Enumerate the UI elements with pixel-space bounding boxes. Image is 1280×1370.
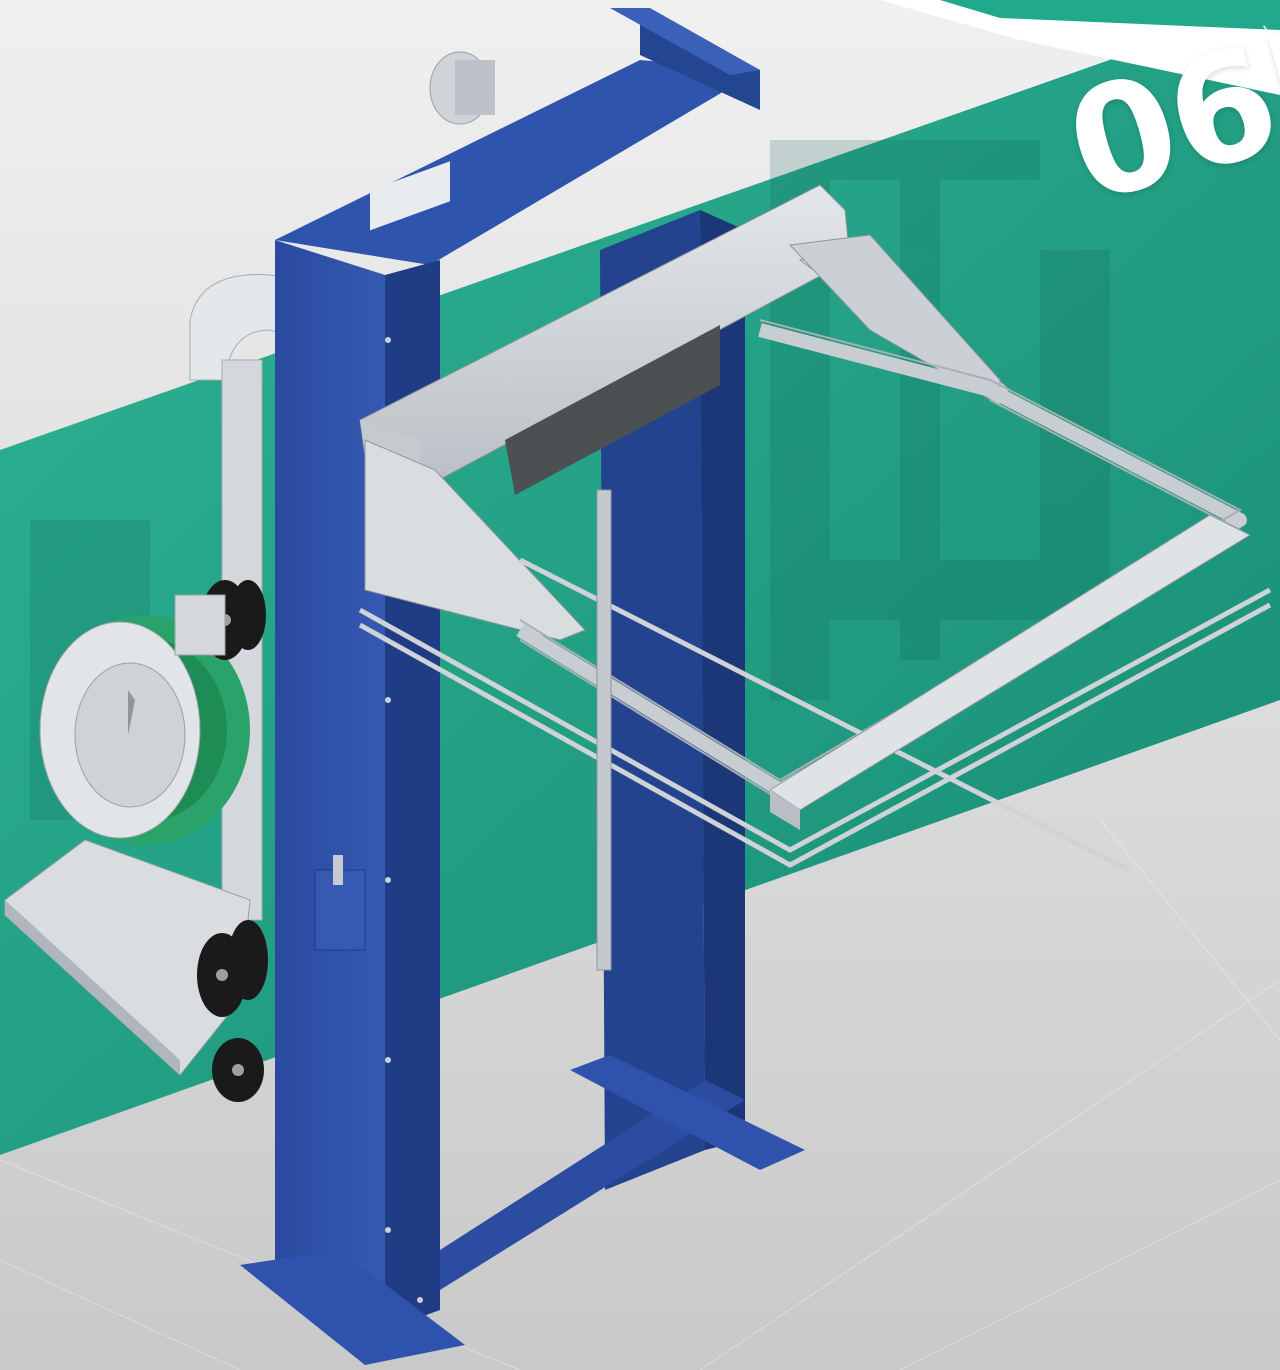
- base-plate-left: [240, 1250, 465, 1365]
- teal-corner-strip: [940, 0, 1280, 30]
- strapping-arch-frame: [516, 323, 1247, 797]
- rear-column: [600, 210, 705, 1190]
- side-bracket-left: [364, 439, 586, 641]
- guide-rods: [358, 557, 1272, 873]
- control-box: [314, 869, 366, 951]
- front-column: [275, 240, 385, 1330]
- strap-reel: [39, 615, 250, 845]
- base-frame: [440, 1080, 745, 1290]
- vertical-rack: [596, 489, 612, 971]
- shield-plate: [505, 325, 720, 495]
- base-plate-right: [570, 1055, 805, 1170]
